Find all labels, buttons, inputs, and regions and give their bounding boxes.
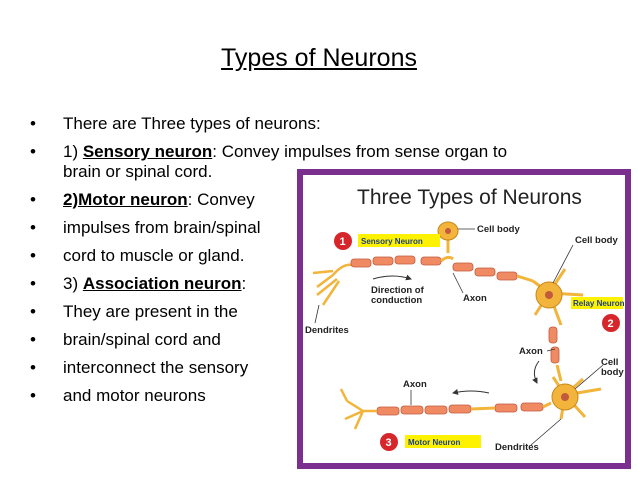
axon-label: Axon bbox=[463, 293, 487, 304]
relay-neuron-label: Relay Neuron bbox=[573, 299, 625, 308]
bullet-item: and motor neurons bbox=[30, 386, 590, 414]
dendrites-label: Dendrites bbox=[495, 442, 539, 453]
cell-label: Cell bbox=[601, 357, 618, 368]
conduction-label: conduction bbox=[371, 295, 422, 306]
direction-arrow bbox=[452, 388, 490, 395]
bold-term: Sensory neuron bbox=[82, 142, 213, 161]
bullet-item: There are Three types of neurons: bbox=[30, 114, 590, 142]
highlight bbox=[571, 297, 623, 309]
highlight bbox=[358, 234, 440, 247]
diagram-title: Three Types of Neurons bbox=[357, 186, 582, 209]
svg-text:3: 3 bbox=[386, 437, 392, 449]
number-badge bbox=[602, 314, 620, 332]
sensory-neuron-shape bbox=[312, 221, 534, 306]
slide-title: Types of Neurons bbox=[221, 44, 417, 72]
bullet-item: cord to muscle or gland. bbox=[30, 246, 590, 274]
sensory-neuron-label: Sensory Neuron bbox=[361, 237, 423, 246]
bullet-item: interconnect the sensory bbox=[30, 358, 590, 386]
svg-text:2: 2 bbox=[608, 318, 614, 330]
cell-body-label: Cell body bbox=[477, 224, 520, 235]
bullet-list: There are Three types of neurons: 1) Sen… bbox=[30, 114, 590, 414]
axon-label: Axon bbox=[519, 346, 543, 357]
direction-arrow bbox=[372, 274, 412, 281]
number-badge bbox=[380, 433, 398, 451]
highlight bbox=[405, 435, 481, 448]
relay-neuron-shape bbox=[532, 268, 584, 382]
bullet-item: 1) Sensory neuron: Convey impulses from … bbox=[30, 142, 590, 190]
bullet-item: 2)Motor neuron: Convey bbox=[30, 190, 590, 218]
bold-term: Association neuron bbox=[82, 274, 242, 293]
neuron-diagram-svg: Three Types of Neurons bbox=[305, 186, 625, 453]
direction-arrow bbox=[532, 360, 540, 384]
bullet-item: brain/spinal cord and bbox=[30, 330, 590, 358]
bullet-item: They are present in the bbox=[30, 302, 590, 330]
bold-term: 2)Motor neuron bbox=[63, 190, 188, 209]
bullet-item: impulses from brain/spinal bbox=[30, 218, 590, 246]
number-badge bbox=[334, 232, 352, 250]
svg-text:1: 1 bbox=[340, 236, 346, 248]
body-label: body bbox=[601, 367, 624, 378]
direction-label: Direction of bbox=[371, 285, 425, 296]
axon-label: Axon bbox=[403, 379, 427, 390]
cell-body-label: Cell body bbox=[575, 235, 618, 246]
motor-neuron-shape bbox=[339, 376, 602, 430]
dendrites-label: Dendrites bbox=[305, 325, 349, 336]
bullet-item: 3) Association neuron: bbox=[30, 274, 590, 302]
neuron-diagram: Three Types of Neurons bbox=[297, 169, 631, 469]
motor-neuron-label: Motor Neuron bbox=[408, 438, 461, 447]
